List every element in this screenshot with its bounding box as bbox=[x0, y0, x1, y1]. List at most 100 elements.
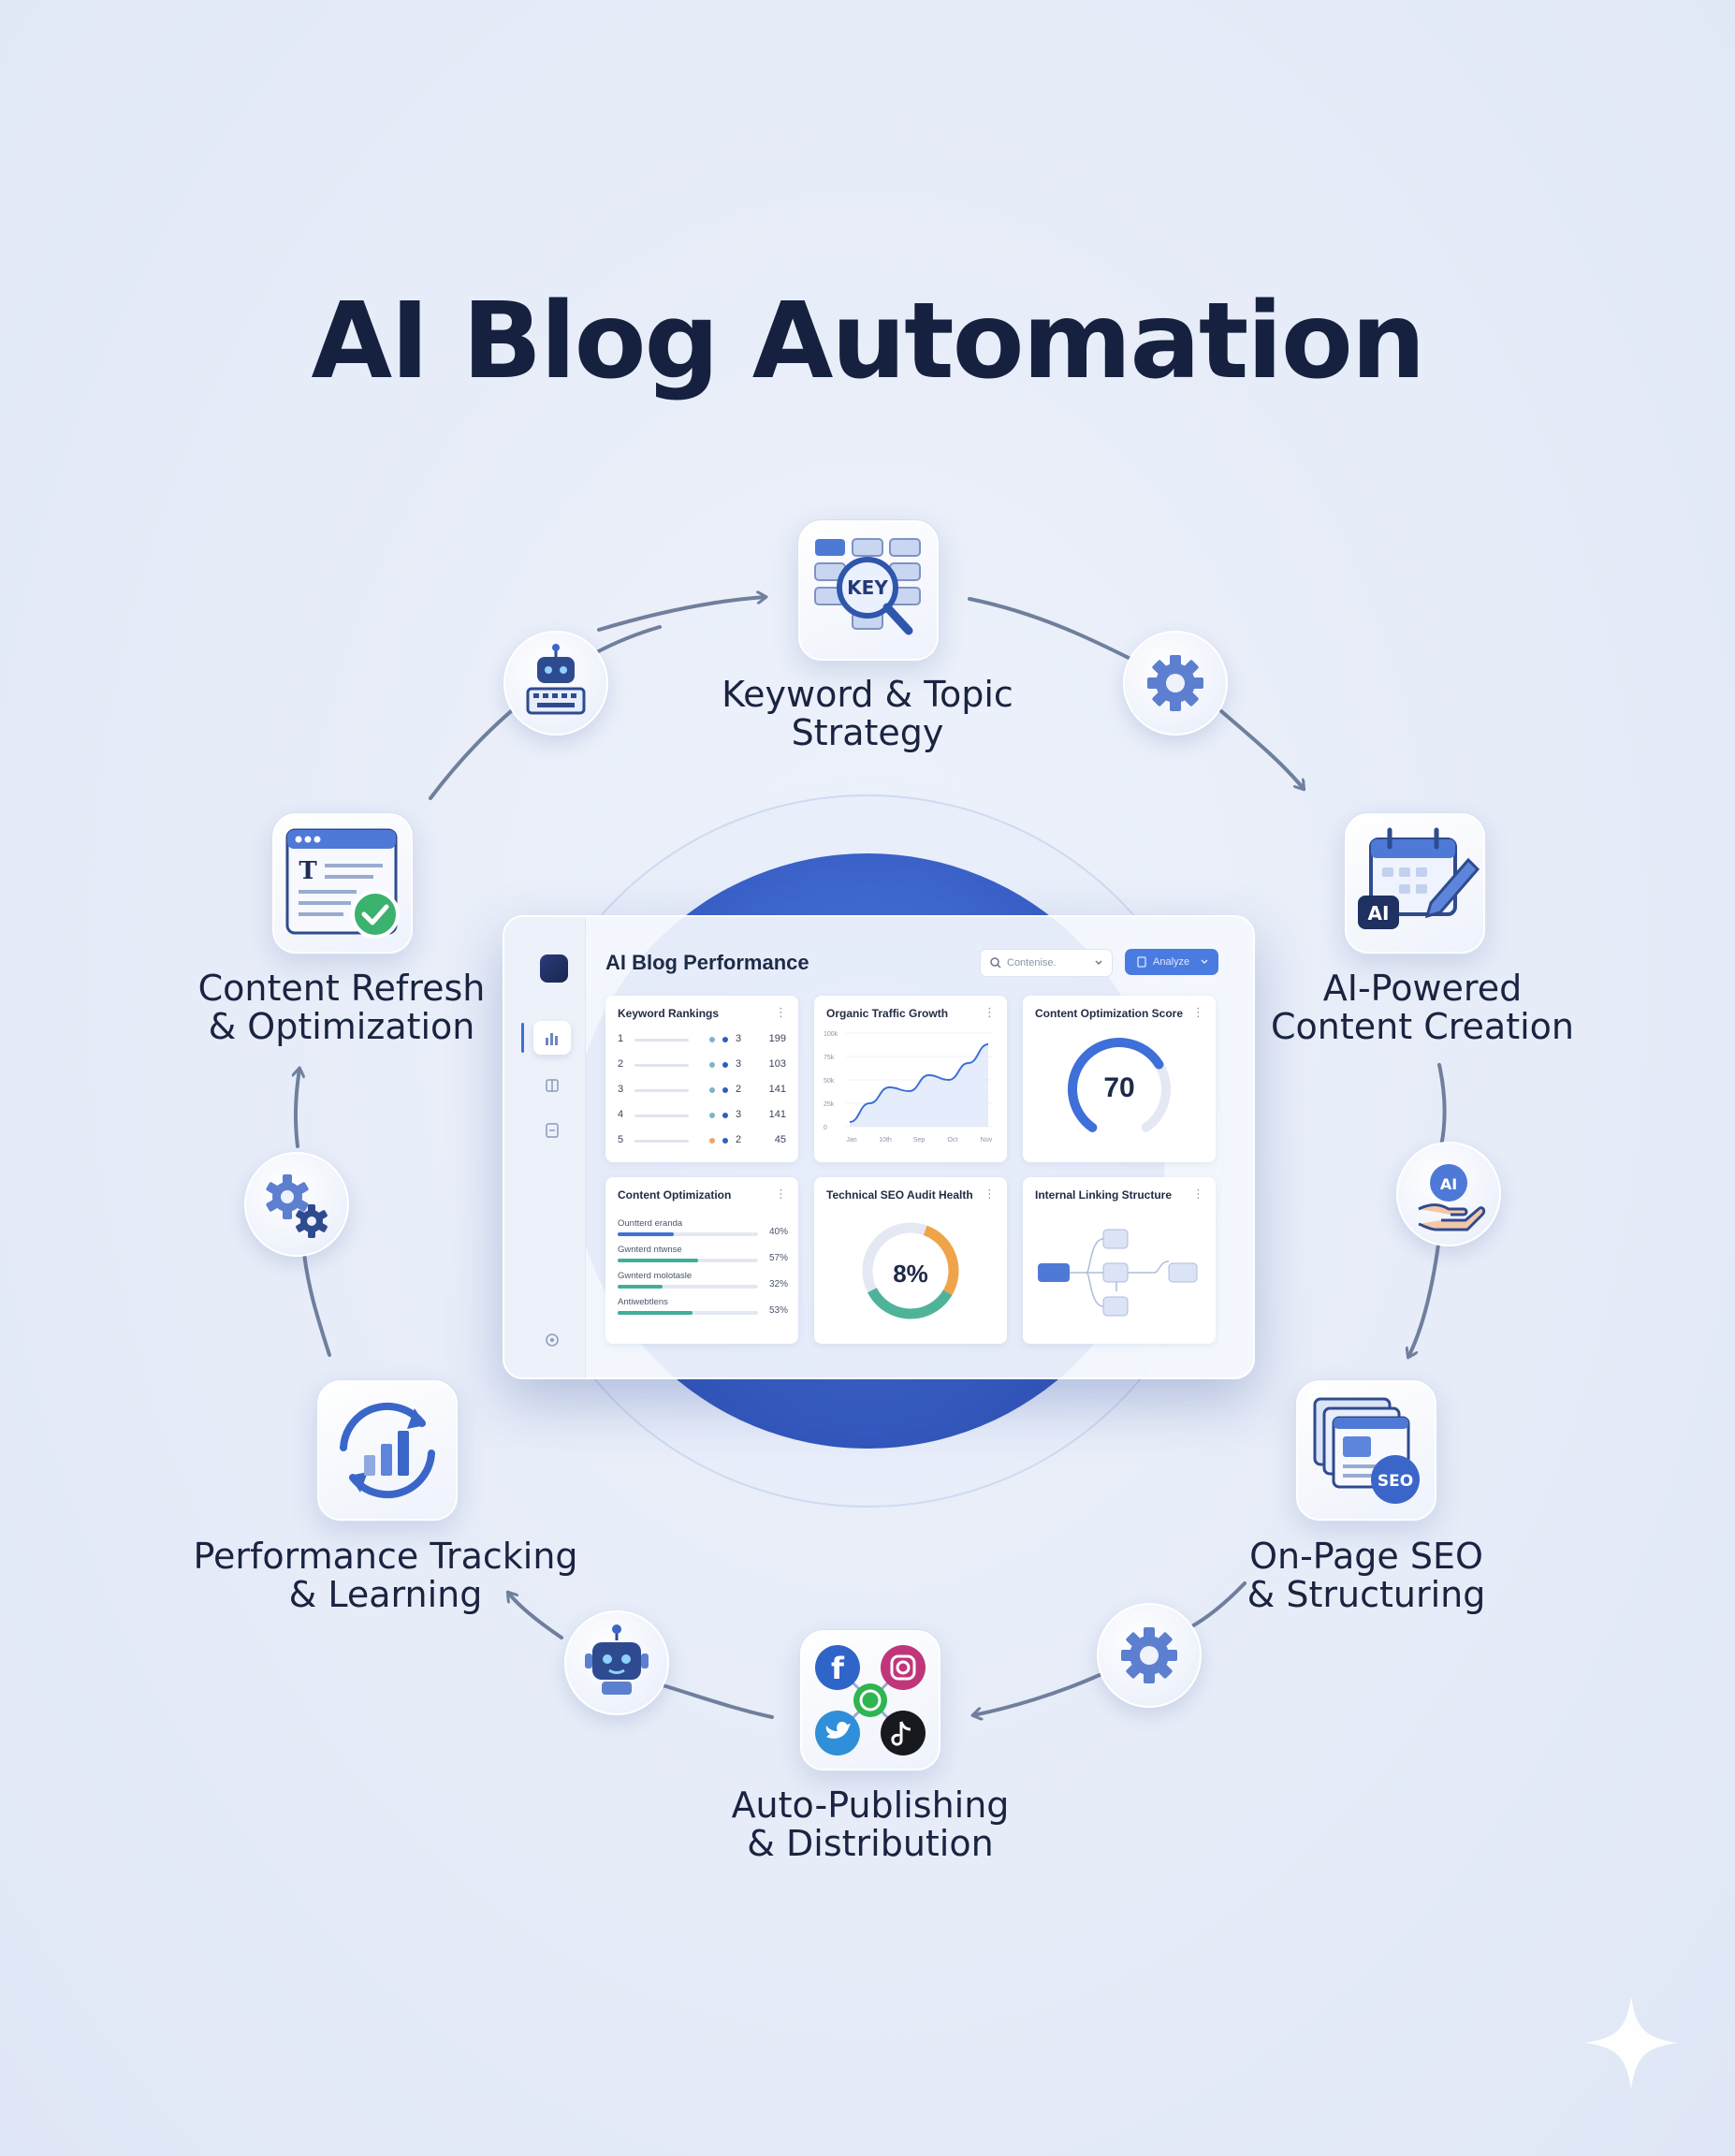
gear-icon bbox=[1097, 1603, 1202, 1708]
document-check-icon: T bbox=[271, 812, 414, 954]
keyword-row[interactable]: 5 2 45 bbox=[618, 1132, 786, 1149]
ai-hand-badge-text: AI bbox=[1440, 1175, 1457, 1193]
step-label-line1: AI-Powered bbox=[1322, 968, 1523, 1009]
x-tick-label: 10th bbox=[879, 1137, 892, 1144]
keyword-search-icon: KEY bbox=[797, 519, 940, 662]
link-node bbox=[1038, 1263, 1070, 1282]
trend-dot bbox=[722, 1037, 728, 1042]
score-gauge bbox=[1068, 1038, 1171, 1132]
more-menu-icon[interactable]: ⋮ bbox=[984, 1187, 996, 1201]
traffic-line bbox=[849, 1043, 989, 1123]
status-dot bbox=[709, 1062, 715, 1068]
keyword-volume: 45 bbox=[774, 1134, 786, 1145]
gauge-fill bbox=[1068, 1038, 1164, 1132]
social-media-icon: f bbox=[799, 1629, 941, 1771]
keyword-bar bbox=[634, 1140, 689, 1143]
facebook-icon bbox=[815, 1645, 860, 1690]
step-label-line2: Strategy bbox=[791, 712, 944, 753]
keyword-volume: 141 bbox=[768, 1084, 786, 1095]
card-title: Internal Linking Structure bbox=[1035, 1188, 1173, 1202]
optimization-percent: 57% bbox=[768, 1253, 788, 1263]
more-menu-icon[interactable]: ⋮ bbox=[1192, 1187, 1204, 1201]
optimization-label: Antiwebtlens bbox=[618, 1297, 668, 1307]
keyword-change: 3 bbox=[736, 1058, 742, 1070]
score-value: 70 bbox=[1103, 1072, 1135, 1103]
chevron-down-icon bbox=[1095, 960, 1102, 966]
x-tick-label: Oct bbox=[948, 1137, 958, 1144]
keyword-rank: 1 bbox=[618, 1033, 624, 1044]
status-dot bbox=[709, 1037, 715, 1042]
arrow-6b bbox=[296, 1069, 299, 1148]
optimization-percent: 32% bbox=[768, 1279, 788, 1289]
optimization-percent: 40% bbox=[768, 1227, 788, 1237]
arrow-6 bbox=[302, 1252, 331, 1357]
progress-fill bbox=[618, 1232, 674, 1236]
link-node bbox=[1102, 1296, 1129, 1317]
keyword-bar bbox=[634, 1039, 689, 1042]
seo-donut-chart bbox=[862, 1222, 959, 1319]
step-label-performance-tracking: Performance Tracking & Learning bbox=[180, 1537, 591, 1614]
y-tick-label: 50k bbox=[824, 1078, 835, 1085]
sidebar-settings-icon[interactable] bbox=[533, 1323, 571, 1357]
tiktok-icon bbox=[881, 1711, 926, 1755]
content-score-card: Content Optimization Score ⋮ 70 bbox=[1023, 996, 1216, 1162]
card-title: Content Optimization bbox=[618, 1188, 732, 1202]
step-label-line2: & Learning bbox=[288, 1574, 483, 1615]
more-menu-icon[interactable]: ⋮ bbox=[775, 1005, 787, 1019]
keyword-change: 2 bbox=[736, 1134, 742, 1145]
keyword-rank: 5 bbox=[618, 1134, 624, 1145]
page-title: AI Blog Automation bbox=[311, 281, 1426, 402]
progress-track bbox=[618, 1232, 758, 1236]
dashboard-sidebar bbox=[504, 917, 586, 1377]
more-menu-icon[interactable]: ⋮ bbox=[775, 1187, 787, 1201]
dashboard-title: AI Blog Performance bbox=[605, 951, 809, 974]
chevron-down-icon bbox=[1201, 959, 1208, 965]
sidebar-document-icon[interactable] bbox=[533, 1114, 571, 1147]
seo-audit-value: 8% bbox=[893, 1260, 928, 1288]
keyword-bar bbox=[634, 1064, 689, 1067]
more-menu-icon[interactable]: ⋮ bbox=[1192, 1005, 1204, 1019]
arrow-2 bbox=[968, 597, 1134, 662]
donut-segment-good bbox=[868, 1288, 953, 1319]
card-title: Keyword Rankings bbox=[618, 1007, 720, 1020]
keyword-change: 3 bbox=[736, 1109, 742, 1120]
text-badge-glyph: T bbox=[299, 857, 317, 885]
instagram-icon bbox=[881, 1645, 926, 1690]
ai-hand-icon: AI bbox=[1396, 1142, 1501, 1246]
status-dot bbox=[709, 1087, 715, 1093]
status-dot bbox=[709, 1113, 715, 1118]
sidebar-grid-icon[interactable] bbox=[533, 1069, 571, 1102]
search-input[interactable]: Contenise. bbox=[980, 949, 1113, 977]
keyword-rank: 4 bbox=[618, 1109, 624, 1120]
app-logo-icon bbox=[540, 954, 568, 983]
x-tick-label: Nov bbox=[981, 1137, 993, 1144]
progress-fill bbox=[618, 1259, 698, 1262]
analyze-label: Analyze bbox=[1153, 956, 1190, 968]
step-label-line2: & Optimization bbox=[208, 1006, 475, 1047]
seo-badge-text: SEO bbox=[1378, 1472, 1413, 1491]
analyze-button[interactable]: Analyze bbox=[1125, 949, 1218, 975]
internal-linking-card: Internal Linking Structure ⋮ bbox=[1023, 1177, 1216, 1344]
key-badge-text: KEY bbox=[847, 576, 888, 599]
robot-keyboard-icon bbox=[503, 631, 608, 736]
sidebar-chart-icon[interactable] bbox=[533, 1021, 571, 1055]
arrow-3b bbox=[1408, 1243, 1440, 1357]
keyword-change: 3 bbox=[736, 1033, 742, 1044]
document-icon bbox=[1137, 956, 1146, 968]
more-menu-icon[interactable]: ⋮ bbox=[984, 1005, 996, 1019]
active-indicator bbox=[521, 1023, 524, 1053]
step-label-onpage-seo: On-Page SEO & Structuring bbox=[1207, 1537, 1525, 1614]
keyword-change: 2 bbox=[736, 1084, 742, 1095]
step-label-line2: & Structuring bbox=[1247, 1574, 1486, 1615]
y-tick-label: 100k bbox=[824, 1031, 838, 1038]
progress-fill bbox=[618, 1285, 663, 1289]
progress-fill bbox=[618, 1311, 693, 1315]
y-tick-label: 25k bbox=[824, 1101, 835, 1108]
